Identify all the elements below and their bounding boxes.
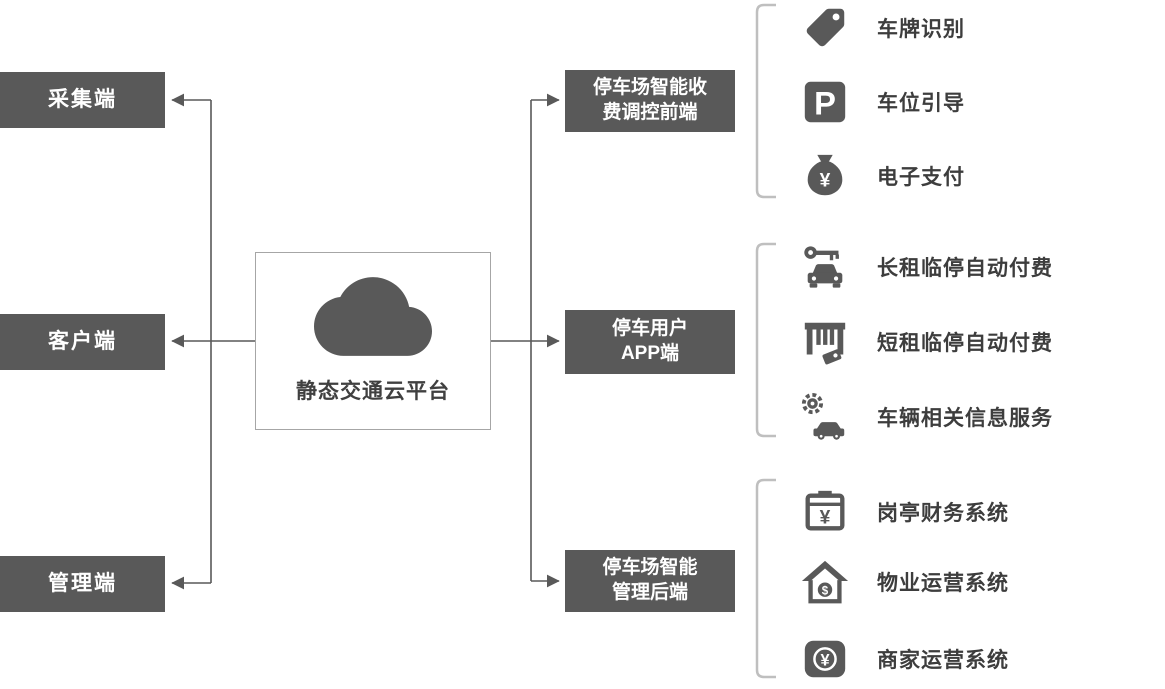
node-label-line1: 停车用户: [611, 318, 688, 340]
right-node-management-backend: 停车场智能 管理后端: [565, 550, 735, 612]
node-label: 客户端: [48, 330, 117, 354]
right-node-toll-frontend: 停车场智能收 费调控前端: [565, 70, 735, 132]
feature-item-plate-recognition: 车牌识别: [795, 0, 965, 56]
node-label-line2: 管理后端: [611, 582, 688, 603]
car-key-icon: [795, 241, 855, 293]
node-label: 管理端: [48, 572, 117, 596]
group-brackets: [755, 3, 776, 679]
svg-text:¥: ¥: [820, 508, 831, 529]
price-tag-icon: [795, 2, 855, 54]
feature-label: 电子支付: [877, 166, 965, 189]
left-node-management: 管理端: [0, 556, 165, 612]
left-node-client: 客户端: [0, 314, 165, 370]
node-label-line1: 停车场智能: [602, 557, 698, 579]
merchant-currency-icon: ¥: [795, 633, 855, 685]
feature-label: 车位引导: [877, 92, 965, 115]
node-label-line2: APP端: [620, 343, 680, 364]
svg-text:P: P: [814, 85, 836, 122]
feature-item-longterm-autopay: 长租临停自动付费: [795, 239, 1053, 295]
node-label-line1: 停车场智能收: [592, 77, 707, 99]
feature-label: 岗亭财务系统: [877, 502, 1009, 525]
feature-label: 商家运营系统: [877, 649, 1009, 672]
parking-sign-icon: P: [795, 76, 855, 128]
cash-register-icon: ¥: [795, 486, 855, 538]
gear-car-icon: [795, 391, 855, 443]
feature-item-e-payment: ¥ 电子支付: [795, 148, 965, 204]
node-label-line2: 费调控前端: [602, 102, 698, 123]
feature-label: 物业运营系统: [877, 572, 1009, 595]
feature-item-merchant-operation: ¥ 商家运营系统: [795, 631, 1009, 687]
money-bag-icon: ¥: [795, 150, 855, 202]
svg-text:$: $: [822, 586, 829, 598]
parking-gate-ticket-icon: [795, 316, 855, 368]
node-label: 采集端: [48, 88, 117, 112]
center-node-cloud-platform: 静态交通云平台: [255, 252, 491, 430]
svg-text:¥: ¥: [820, 171, 831, 192]
feature-item-shortterm-autopay: 短租临停自动付费: [795, 314, 1053, 370]
feature-item-property-operation: $ 物业运营系统: [795, 554, 1009, 610]
feature-label: 长租临停自动付费: [877, 257, 1053, 280]
feature-label: 短租临停自动付费: [877, 332, 1053, 355]
right-node-user-app: 停车用户 APP端: [565, 310, 735, 374]
left-node-collection: 采集端: [0, 72, 165, 128]
feature-item-vehicle-info-service: 车辆相关信息服务: [795, 389, 1053, 445]
cloud-icon: [314, 277, 432, 361]
center-node-label: 静态交通云平台: [296, 380, 450, 403]
feature-label: 车辆相关信息服务: [877, 407, 1053, 430]
feature-item-booth-finance: ¥ 岗亭财务系统: [795, 484, 1009, 540]
feature-item-space-guidance: P 车位引导: [795, 74, 965, 130]
house-coin-icon: $: [795, 556, 855, 608]
feature-label: 车牌识别: [877, 18, 965, 41]
svg-text:¥: ¥: [820, 652, 830, 670]
